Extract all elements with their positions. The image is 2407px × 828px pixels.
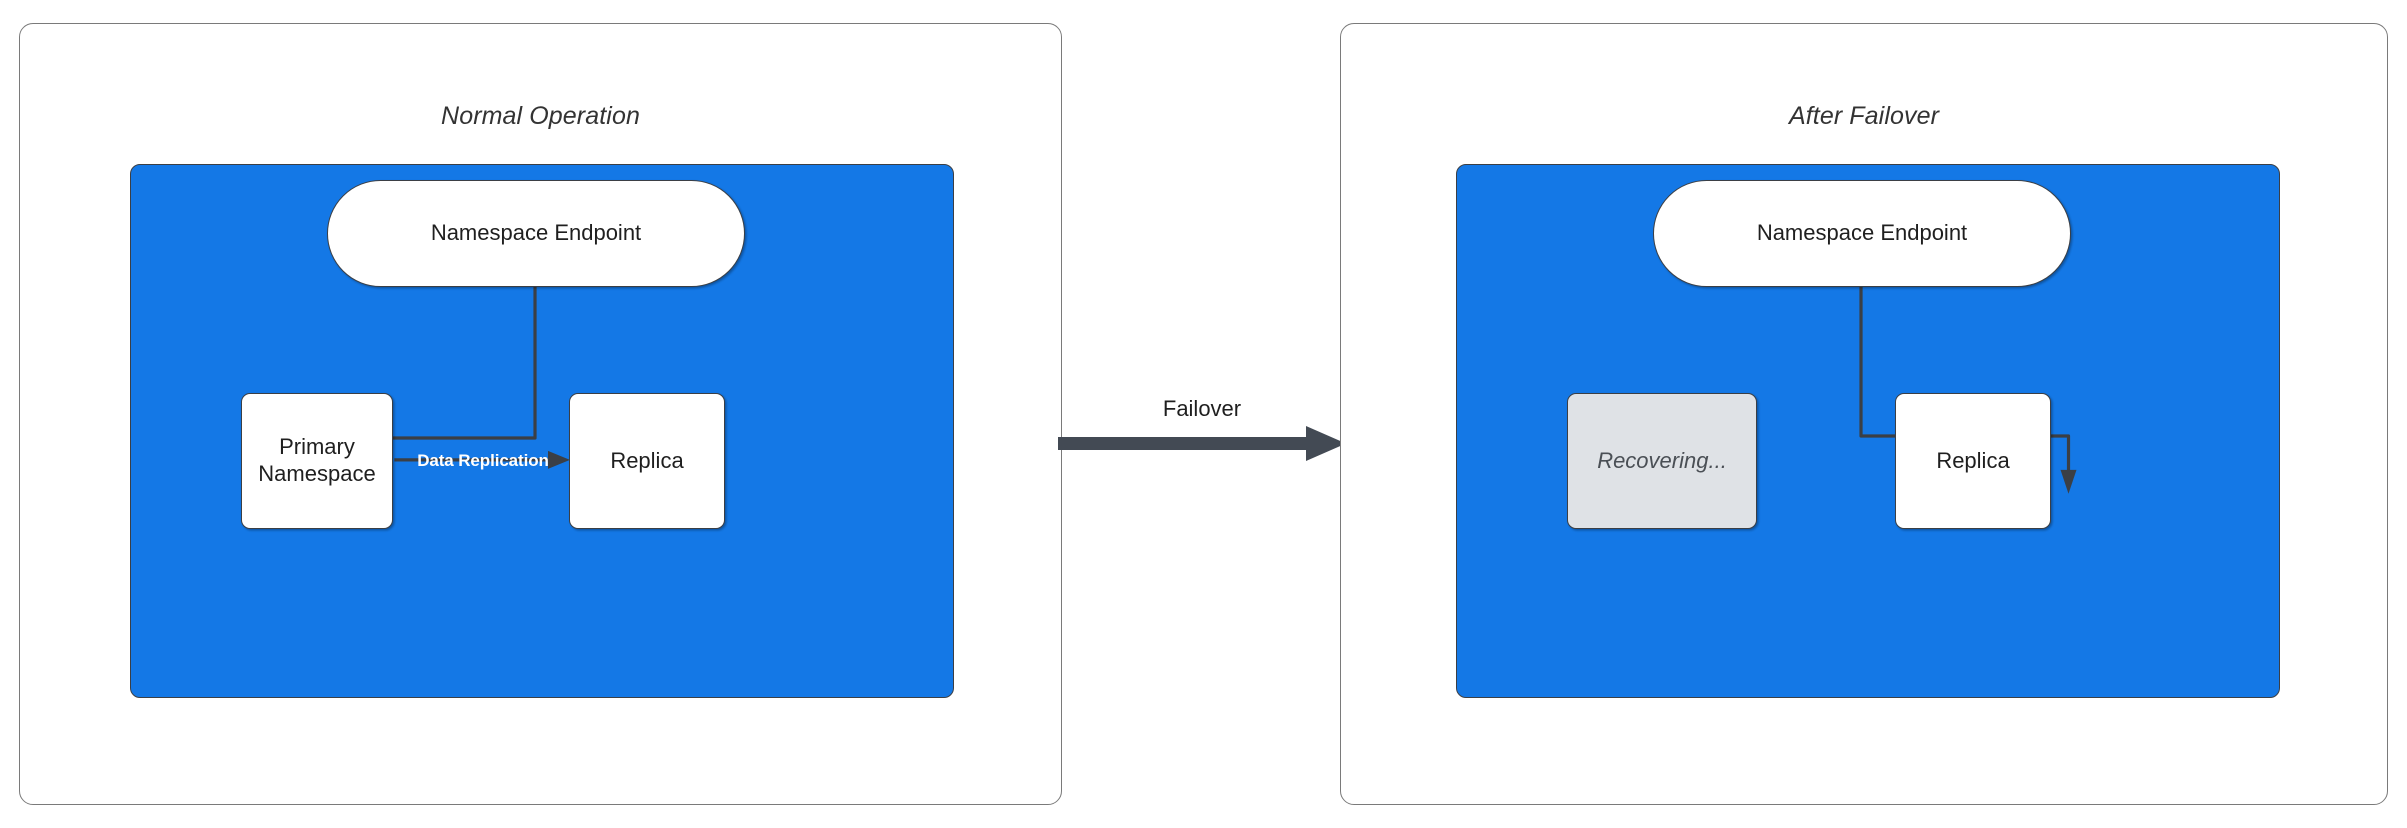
node-replica-right[interactable]: Replica bbox=[1895, 393, 2051, 529]
node-namespace-endpoint-left[interactable]: Namespace Endpoint bbox=[327, 180, 745, 287]
edge-label-data-replication: Data Replication bbox=[417, 451, 549, 470]
node-primary-namespace-label: Primary Namespace bbox=[258, 434, 375, 488]
region-primary-zone-left: Namespace Endpoint Primary Namespace Rep… bbox=[130, 164, 954, 698]
transition-label-failover: Failover bbox=[1162, 396, 1242, 421]
node-namespace-endpoint-right[interactable]: Namespace Endpoint bbox=[1653, 180, 2071, 287]
node-replica-left[interactable]: Replica bbox=[569, 393, 725, 529]
node-primary-namespace-line2: Namespace bbox=[258, 461, 376, 486]
panel-title-after-failover: After Failover bbox=[1788, 102, 1940, 130]
node-recovering[interactable]: Recovering... bbox=[1567, 393, 1757, 529]
node-primary-namespace-line1: Primary bbox=[279, 434, 355, 460]
panel-after-failover: After Failover Namespace Endpoint Recove… bbox=[1340, 23, 2388, 805]
panel-title-normal-operation: Normal Operation bbox=[441, 102, 640, 130]
node-primary-namespace[interactable]: Primary Namespace bbox=[241, 393, 393, 529]
region-primary-zone-right: Namespace Endpoint Recovering... Replica bbox=[1456, 164, 2280, 698]
failover-arrow-icon bbox=[1058, 426, 1346, 461]
panel-normal-operation: Normal Operation Namespace Endpoint Prim… bbox=[19, 23, 1062, 805]
